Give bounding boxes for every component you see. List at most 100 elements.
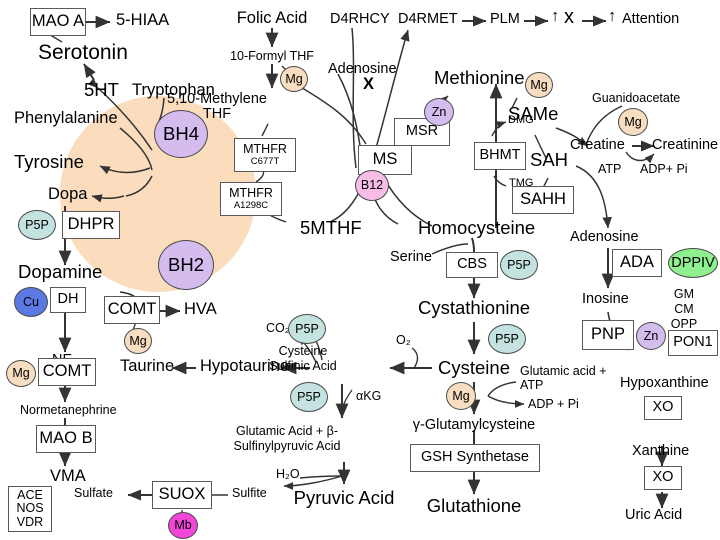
gsh-synthetase-label: GSH Synthetase <box>421 449 529 466</box>
cofactor-bh2[interactable]: BH2 <box>158 240 214 290</box>
cofactor-p5p-cbs[interactable]: P5P <box>500 250 538 280</box>
cofactor-mg-comt-2[interactable]: Mg <box>6 360 36 387</box>
enzyme-box-sahh[interactable]: SAHH <box>512 186 574 214</box>
outcome-attention: Attention <box>622 11 680 27</box>
enzyme-box-msr[interactable]: MSR <box>394 118 450 146</box>
msr-label: MSR <box>405 123 439 140</box>
metabolite-hva: HVA <box>184 300 217 318</box>
peptide-cm: CM <box>674 302 694 316</box>
metabolite-pyruvic-acid: Pyruvic Acid <box>293 487 395 508</box>
gene-box-ace-nos-vdr[interactable]: ACE NOS VDR <box>8 486 52 532</box>
mao-b-label: MAO B <box>39 429 93 448</box>
cofactor-mg-comt-1[interactable]: Mg <box>124 328 152 354</box>
cbs-label: CBS <box>457 256 487 273</box>
enzyme-box-xo-1[interactable]: XO <box>644 396 682 420</box>
gene-nos: NOS <box>16 501 44 516</box>
metabolite-gamma-glutamylcysteine: γ-Glutamylcysteine <box>412 417 536 433</box>
peptide-opp: OPP <box>670 317 698 331</box>
enzyme-box-dhpr[interactable]: DHPR <box>62 211 120 239</box>
suox-label: SUOX <box>158 485 206 504</box>
metabolite-sah: SAH <box>530 149 569 170</box>
metabolite-5-10-methylene-thf: 5,10-Methylene THF <box>167 91 267 123</box>
enzyme-box-mao-a[interactable]: MAO A <box>30 8 86 36</box>
cofactor-cu-dh[interactable]: Cu <box>14 287 48 317</box>
enzyme-dppiv[interactable]: DPPIV <box>668 248 718 278</box>
metabolite-creatine: Creatine <box>570 137 625 153</box>
metabolite-phenylalanine: Phenylalanine <box>14 109 118 127</box>
metabolite-co2: CO₂ <box>266 321 290 335</box>
up-arrow-icon-2: ↑ <box>608 7 617 25</box>
metabolite-hypoxanthine: Hypoxanthine <box>620 375 709 391</box>
cofactor-p5p-dhpr[interactable]: P5P <box>18 210 56 240</box>
metabolite-dmg: DMG <box>508 114 534 126</box>
cofactor-zn-pnp[interactable]: Zn <box>636 322 666 350</box>
metabolite-tryptophan: Tryptophan <box>132 81 215 99</box>
xo-2-label: XO <box>652 469 674 486</box>
metabolite-glutamic-acid-atp: Glutamic acid + ATP <box>520 364 607 393</box>
cofactor-b12-ms[interactable]: B12 <box>355 170 389 201</box>
xo-1-label: XO <box>652 399 674 416</box>
comt-1-label: COMT <box>107 300 157 319</box>
cofactor-mg-formyl[interactable]: Mg <box>280 66 308 92</box>
mthfr-2-variant: A1298C <box>233 199 269 211</box>
metabolite-tyrosine: Tyrosine <box>14 151 84 172</box>
bhmt-label: BHMT <box>479 147 521 164</box>
cofactor-p5p-csad[interactable]: P5P <box>288 314 326 344</box>
enzyme-box-pon1[interactable]: PON1 <box>668 330 718 356</box>
dh-label: DH <box>57 291 79 308</box>
enzyme-box-xo-2[interactable]: XO <box>644 466 682 490</box>
metabolite-cysteine-sulfinic-acid: Cysteine Sulfinic Acid <box>269 344 337 373</box>
cofactor-mg-gcs[interactable]: Mg <box>446 382 476 410</box>
metabolite-tmg: TMG <box>509 177 534 189</box>
metabolite-same: SAMe <box>508 103 559 124</box>
enzyme-box-mthfr-a1298c[interactable]: MTHFR A1298C <box>220 182 282 216</box>
enzyme-box-mthfr-c677t[interactable]: MTHFR C677T <box>234 138 296 172</box>
cofactor-mg-creatine[interactable]: Mg <box>618 108 648 136</box>
metabolite-sulfite: Sulfite <box>232 486 267 500</box>
marker-d4rmet: D4RMET <box>398 11 458 27</box>
metabolite-akg: αKG <box>356 389 382 403</box>
metabolite-h2o: H₂O <box>276 467 300 481</box>
enzyme-box-suox[interactable]: SUOX <box>152 481 212 509</box>
cofactor-p5p-cystathionase[interactable]: P5P <box>488 324 526 354</box>
cofactor-zn-msr[interactable]: Zn <box>424 98 454 126</box>
peptide-gm: GM <box>673 287 695 301</box>
metabolite-xanthine: Xanthine <box>632 443 690 459</box>
metabolite-cystathionine: Cystathionine <box>417 297 531 318</box>
metabolite-guanidoacetate: Guanidoacetate <box>592 91 681 105</box>
enzyme-box-pnp[interactable]: PNP <box>582 320 634 350</box>
enzyme-box-bhmt[interactable]: BHMT <box>474 142 526 170</box>
metabolite-folic-acid: Folic Acid <box>236 9 308 27</box>
cofactor-p5p-transaminase[interactable]: P5P <box>290 382 328 412</box>
cofactor-mb-suox[interactable]: Mb <box>168 512 198 539</box>
enzyme-box-comt-ne[interactable]: COMT <box>38 358 96 386</box>
metabolite-uric-acid: Uric Acid <box>625 507 683 523</box>
enzyme-box-cbs[interactable]: CBS <box>446 252 498 278</box>
metabolite-taurine: Taurine <box>120 357 175 375</box>
metabolite-10-formyl-thf: 10-Formyl THF <box>230 49 314 63</box>
enzyme-box-dh[interactable]: DH <box>50 287 86 313</box>
metabolite-5ht: 5HT <box>84 79 119 100</box>
metabolite-hypotaurine: Hypotaurine <box>200 357 289 375</box>
enzyme-box-ada[interactable]: ADA <box>612 249 662 277</box>
comt-2-label: COMT <box>42 362 92 381</box>
enzyme-box-ms[interactable]: MS <box>358 145 412 175</box>
enzyme-box-mao-b[interactable]: MAO B <box>36 425 96 453</box>
mthfr-1-label: MTHFR <box>243 142 287 157</box>
gene-vdr: VDR <box>16 514 44 529</box>
metabolite-creatinine: Creatinine <box>652 137 719 153</box>
up-arrow-icon-1: ↑ <box>551 7 560 25</box>
enzyme-box-gsh-synthetase[interactable]: GSH Synthetase <box>410 444 540 472</box>
sahh-label: SAHH <box>520 190 566 209</box>
metabolite-inosine: Inosine <box>582 291 629 307</box>
cofactor-bh4[interactable]: BH4 <box>154 110 208 158</box>
metabolite-5-hiaa: 5-HIAA <box>116 11 170 29</box>
metabolite-dopamine: Dopamine <box>18 261 103 282</box>
metabolite-glutathione: Glutathione <box>426 495 522 516</box>
enzyme-box-comt-dopamine[interactable]: COMT <box>104 296 160 324</box>
metabolite-normetanephrine: Normetanephrine <box>20 403 117 417</box>
cofactor-mg-same[interactable]: Mg <box>525 72 553 98</box>
metabolite-vma: VMA <box>50 467 86 485</box>
pon1-label: PON1 <box>673 334 713 351</box>
ms-label: MS <box>372 150 398 169</box>
